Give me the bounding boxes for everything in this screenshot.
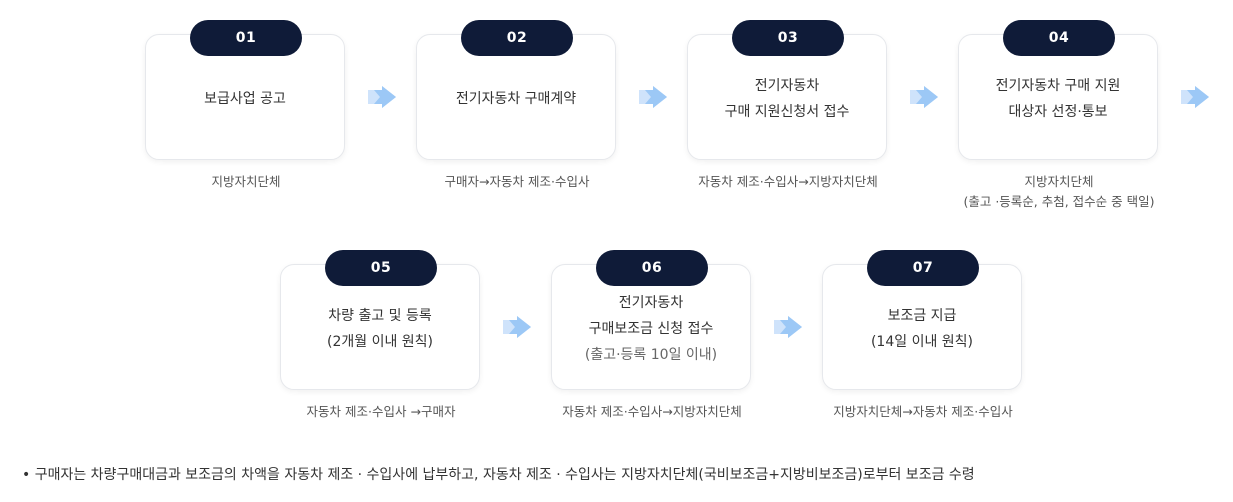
step-title-line: 보조금 지급 [887, 308, 957, 324]
step-caption: 구매자→자동차 제조·수입사 [376, 172, 658, 192]
step-caption-line: 지방자치단체 [1024, 174, 1094, 189]
arrow-right-icon [639, 86, 667, 108]
step-title-line: 차량 출고 및 등록 [328, 308, 432, 324]
step-title-line: (14일 이내 원칙) [870, 334, 974, 350]
step-title-line: 전기자동차 [754, 78, 820, 94]
arrow-right-icon [368, 86, 396, 108]
step-number-badge: 03 [732, 20, 844, 56]
step-title-line: 전기자동차 구매계약 [455, 91, 577, 107]
step-caption: 지방자치단체→자동차 제조·수입사 [782, 402, 1064, 422]
step-number-badge: 02 [461, 20, 573, 56]
step-title-line: 전기자동차 [618, 295, 684, 311]
step-caption-line: (출고 ·등록순, 추첨, 접수순 중 택일) [963, 194, 1155, 209]
step-caption: 자동차 제조·수입사 →구매자 [240, 402, 522, 422]
arrow-right-icon [503, 316, 531, 338]
step-caption: 지방자치단체 (출고 ·등록순, 추첨, 접수순 중 택일) [918, 172, 1200, 212]
step-caption: 자동차 제조·수입사→지방자치단체 [511, 402, 793, 422]
footnote: • 구매자는 차량구매대금과 보조금의 차액을 자동차 제조 · 수입사에 납부… [22, 467, 975, 483]
step-title-line: 구매 지원신청서 접수 [724, 104, 850, 120]
step-title-line: (2개월 이내 원칙) [326, 334, 433, 350]
step-caption: 지방자치단체 [105, 172, 387, 192]
step-caption: 자동차 제조·수입사→지방자치단체 [647, 172, 929, 192]
step-note: (출고·등록 10일 이내) [584, 347, 718, 363]
arrow-right-icon [1181, 86, 1209, 108]
step-caption-line: 자동차 제조·수입사→지방자치단체 [562, 404, 742, 419]
step-caption-line: 자동차 제조·수입사→지방자치단체 [698, 174, 878, 189]
arrow-right-icon [910, 86, 938, 108]
step-number-badge: 04 [1003, 20, 1115, 56]
step-number-badge: 07 [867, 250, 979, 286]
step-title-line: 구매보조금 신청 접수 [588, 321, 714, 337]
step-title-line: 대상자 선정·통보 [1008, 104, 1108, 120]
step-title-line: 전기자동차 구매 지원 [995, 78, 1121, 94]
step-caption-line: 구매자→자동차 제조·수입사 [444, 174, 590, 189]
step-number-badge: 05 [325, 250, 437, 286]
step-title-line: 보급사업 공고 [204, 91, 286, 107]
step-number-badge: 01 [190, 20, 302, 56]
step-caption-line: 자동차 제조·수입사 →구매자 [306, 404, 456, 419]
step-card: 차량 출고 및 등록 (2개월 이내 원칙) [280, 264, 480, 390]
step-caption-line: 지방자치단체→자동차 제조·수입사 [833, 404, 1013, 419]
step-caption-line: 지방자치단체 [211, 174, 281, 189]
step-number-badge: 06 [596, 250, 708, 286]
arrow-right-icon [774, 316, 802, 338]
